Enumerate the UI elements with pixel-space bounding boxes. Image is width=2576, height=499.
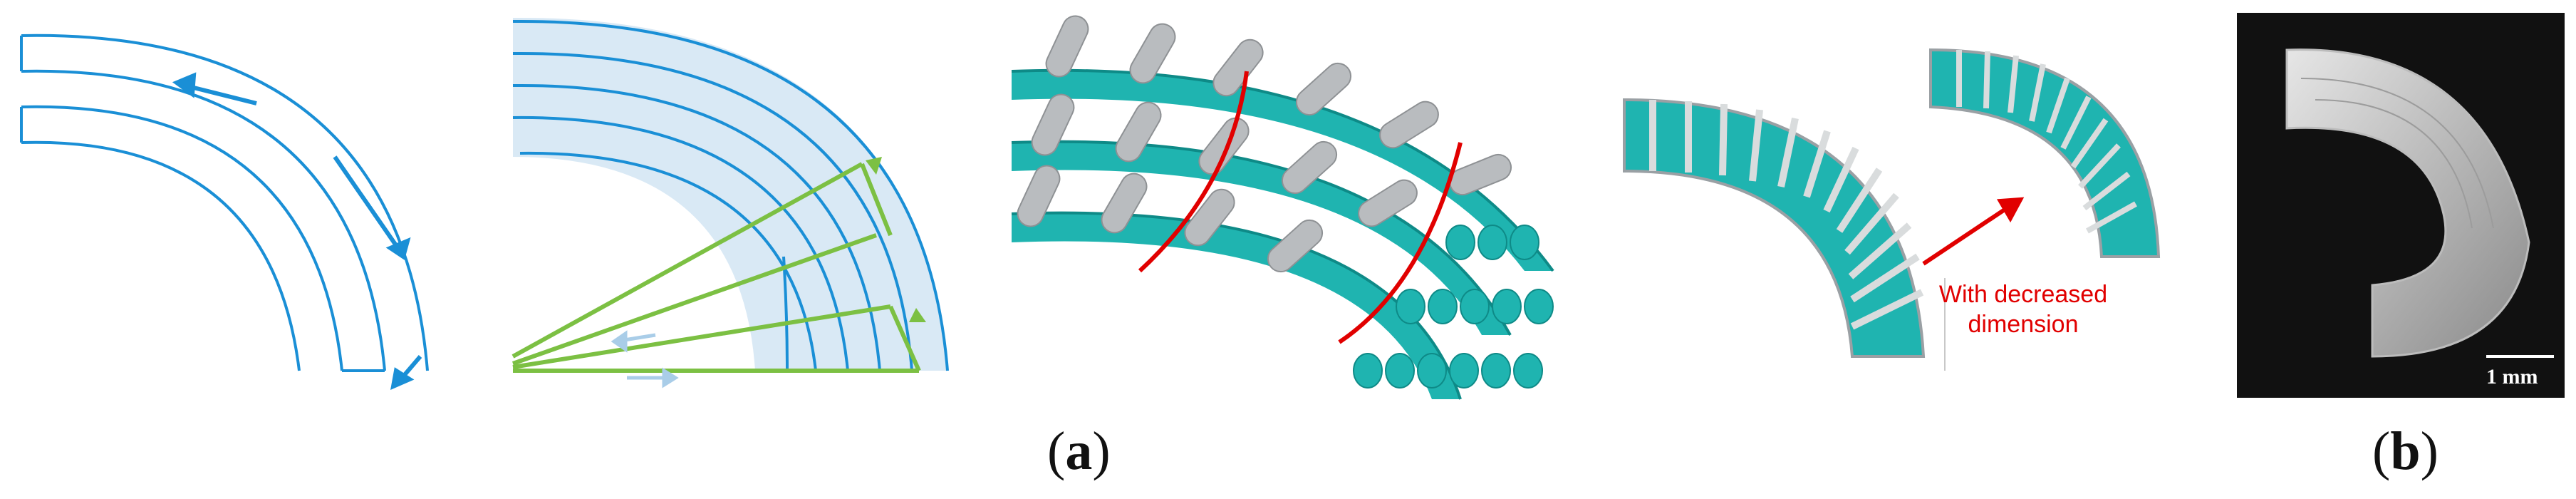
red-arc-left — [1138, 71, 1249, 273]
direction-arrow-icon — [611, 330, 656, 353]
arc-3 — [512, 83, 881, 371]
direction-arrow-icon — [627, 367, 679, 389]
green-arrow-icon — [866, 157, 882, 175]
arc-5 — [519, 151, 817, 371]
toolpath-arcs-diagram — [20, 34, 429, 390]
outer-arc — [512, 19, 949, 371]
infill-line-3 — [512, 304, 891, 369]
red-arc-right — [1338, 142, 1463, 344]
green-arrow-icon — [909, 308, 926, 322]
large-curved-sample — [1623, 98, 1926, 358]
filament-stack-3d — [1011, 15, 1554, 400]
part-layer-lines — [2300, 78, 2494, 229]
dimension-comparison-diagram — [1623, 48, 2161, 371]
infill-wedge-diagram — [511, 17, 949, 389]
annotation-line-2: dimension — [1968, 311, 2079, 338]
annotation-line-1: With decreased — [1938, 281, 2108, 308]
grey-rods-bottom — [1017, 165, 1324, 273]
caption-b-letter: b — [2390, 421, 2421, 481]
printed-part — [2285, 48, 2530, 358]
infill-line-1 — [511, 162, 863, 359]
teal-layer-top — [1011, 68, 1554, 272]
filament-end-caps — [1353, 225, 1554, 389]
shaded-band — [513, 17, 947, 371]
caption-a: (a) — [1047, 421, 1111, 481]
grey-rods-top — [1045, 15, 1512, 196]
direction-arrow-icon — [390, 355, 422, 390]
direction-arrow-icon — [172, 72, 257, 106]
caption-b: (b) — [2372, 421, 2439, 481]
direction-arrow-icon — [333, 155, 411, 260]
infill-riser-2 — [888, 305, 921, 372]
infill-riser-1 — [860, 163, 893, 237]
outer-arc — [21, 34, 429, 371]
scale-bar-label: 1 mm — [2486, 365, 2538, 389]
arc-4 — [512, 115, 849, 371]
caption-a-letter: a — [1065, 421, 1093, 481]
small-curved-sample — [1929, 48, 2161, 258]
annotation-text: With decreased dimension — [1931, 279, 2116, 339]
arc-2 — [21, 69, 386, 371]
arc-3 — [21, 105, 343, 371]
infill-line-2 — [512, 233, 877, 366]
red-arrow-icon — [1922, 197, 2025, 266]
arc-4 — [21, 140, 301, 371]
printed-part-photo — [2237, 13, 2565, 398]
grey-rods-mid — [1031, 93, 1418, 227]
arc-2 — [512, 51, 913, 371]
